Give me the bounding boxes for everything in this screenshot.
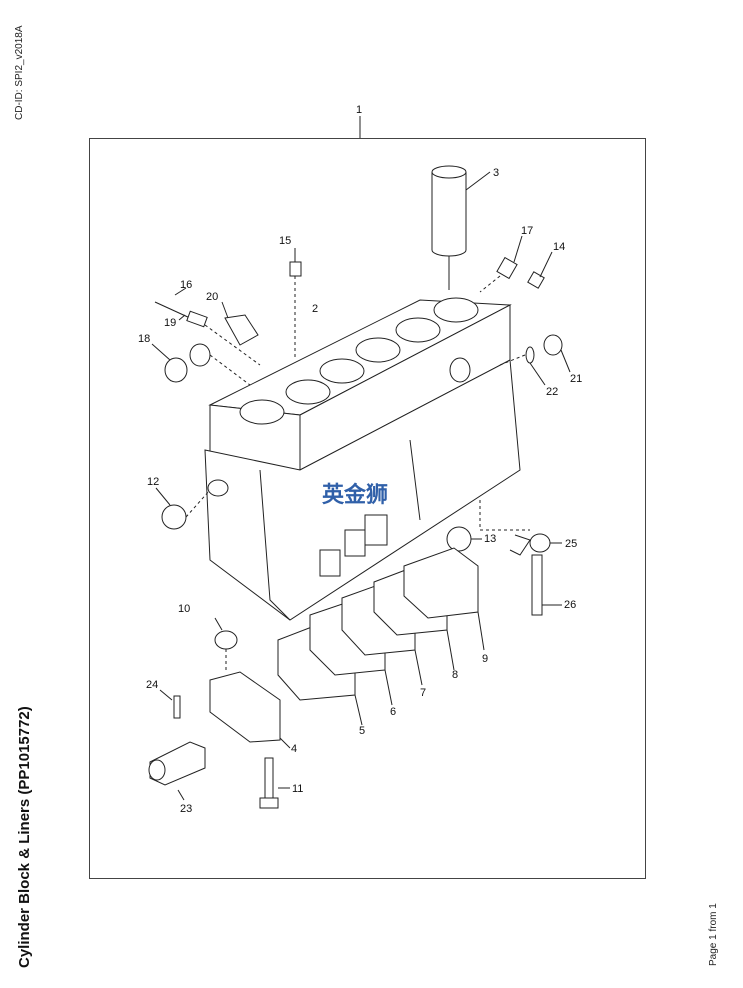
page-number: Page 1 from 1	[708, 903, 719, 966]
cylinder-liner-drawing	[431, 165, 491, 290]
callout-15: 15	[279, 235, 291, 247]
callout-4: 4	[291, 743, 297, 755]
callout-12: 12	[147, 476, 159, 488]
callout-25: 25	[565, 538, 577, 550]
callout-19: 19	[164, 317, 176, 329]
callout-7: 7	[420, 687, 426, 699]
thrust-bearing-cap-drawing	[209, 617, 291, 749]
callout-10: 10	[178, 603, 190, 615]
callout-1: 1	[356, 104, 362, 116]
callout-24: 24	[146, 679, 158, 691]
main-bearing-caps-drawing	[277, 547, 485, 726]
page-title: Cylinder Block & Liners (PP1015772)	[16, 706, 33, 968]
callout-6: 6	[390, 706, 396, 718]
callout-labels: 1 2 3 4 5 6 7 8 9 10 11 12 13 14 15 16 1…	[138, 104, 582, 815]
callout-11: 11	[292, 783, 303, 795]
callout-23: 23	[180, 803, 192, 815]
callout-13: 13	[484, 533, 496, 545]
callout-22: 22	[546, 386, 558, 398]
callout-14: 14	[553, 241, 565, 253]
callout-9: 9	[482, 653, 488, 665]
callout-17: 17	[521, 225, 533, 237]
callout-5: 5	[359, 725, 365, 737]
callout-20: 20	[206, 291, 218, 303]
watermark-text: 英金狮	[322, 482, 388, 508]
callout-16: 16	[180, 279, 192, 291]
callout-18: 18	[138, 333, 150, 345]
callout-2: 2	[312, 303, 318, 315]
diagram-frame	[89, 138, 646, 879]
cylinder-block-drawing	[204, 297, 521, 621]
callout-3: 3	[493, 167, 499, 179]
callout-26: 26	[564, 599, 576, 611]
plug-parts-drawing	[479, 235, 571, 386]
callout-21: 21	[570, 373, 582, 385]
callout-8: 8	[452, 669, 458, 681]
